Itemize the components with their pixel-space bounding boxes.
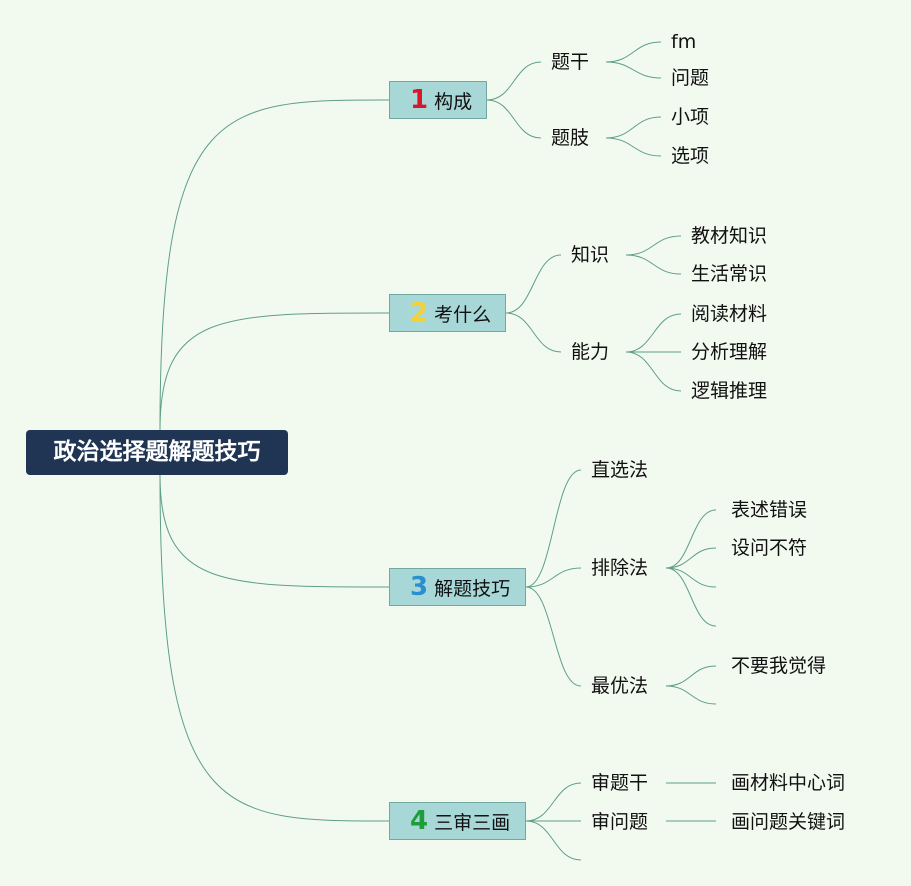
branch-label: 解题技巧	[434, 577, 511, 600]
connector	[665, 567, 717, 588]
topic-ability[interactable]: 能力	[571, 341, 610, 363]
number-badge: 1	[410, 85, 429, 115]
connector	[486, 99, 542, 139]
leaf-mark-center-words[interactable]: 画材料中心词	[731, 772, 846, 794]
number-badge: 3	[410, 572, 429, 602]
leaf-statement-error[interactable]: 表述错误	[731, 499, 808, 521]
topic-direct-method[interactable]: 直选法	[591, 459, 649, 481]
leaf-question[interactable]: 问题	[671, 67, 710, 89]
topic-optimal-method[interactable]: 最优法	[591, 675, 649, 697]
leaf-textbook-knowledge[interactable]: 教材知识	[691, 225, 768, 247]
root-connector	[159, 474, 390, 588]
leaf-question-mismatch[interactable]: 设问不符	[731, 537, 808, 559]
root-topic[interactable]: 政治选择题解题技巧	[26, 430, 288, 475]
connector	[625, 254, 682, 275]
topic-knowledge[interactable]: 知识	[571, 244, 610, 266]
branch-what-to-test[interactable]: 2 考什么	[389, 294, 506, 332]
leaf-reasoning[interactable]: 逻辑推理	[691, 380, 768, 402]
root-connector	[159, 99, 390, 431]
leaf-option[interactable]: 选项	[671, 145, 710, 167]
connector	[665, 509, 717, 569]
connector	[525, 567, 582, 588]
branch-label: 三审三画	[434, 811, 511, 834]
connector	[525, 820, 582, 861]
branch-label: 构成	[434, 90, 473, 113]
leaf-common-sense[interactable]: 生活常识	[691, 263, 768, 285]
connector	[525, 782, 582, 822]
connector	[665, 685, 717, 705]
connector	[665, 547, 717, 569]
connector	[605, 41, 662, 63]
leaf-no-i-think[interactable]: 不要我觉得	[731, 655, 827, 677]
topic-options[interactable]: 题肢	[551, 127, 590, 149]
root-connector	[159, 474, 390, 822]
number-badge: 2	[410, 298, 429, 328]
connector	[665, 665, 717, 687]
connector	[525, 469, 582, 588]
topic-review-question[interactable]: 审问题	[591, 811, 649, 833]
connector	[625, 351, 682, 392]
connector	[625, 235, 682, 256]
connector	[605, 137, 662, 157]
branch-composition[interactable]: 1 构成	[389, 81, 487, 119]
connector	[605, 61, 662, 79]
connector	[665, 567, 717, 627]
leaf-small-item[interactable]: 小项	[671, 106, 710, 128]
branch-solving-skills[interactable]: 3 解题技巧	[389, 568, 526, 606]
topic-elimination-method[interactable]: 排除法	[591, 557, 649, 579]
connector	[525, 586, 582, 687]
leaf-analysis[interactable]: 分析理解	[691, 341, 768, 363]
branch-three-review[interactable]: 4 三审三画	[389, 802, 526, 840]
connector	[505, 254, 562, 314]
connector	[605, 116, 662, 139]
leaf-reading-material[interactable]: 阅读材料	[691, 303, 768, 325]
branch-label: 考什么	[434, 303, 492, 326]
root-connector	[159, 312, 390, 431]
topic-review-stem[interactable]: 审题干	[591, 772, 649, 794]
connector	[486, 61, 542, 101]
leaf-fm[interactable]: fm	[671, 31, 697, 53]
topic-stem[interactable]: 题干	[551, 51, 590, 73]
connector	[625, 313, 682, 353]
leaf-mark-keywords[interactable]: 画问题关键词	[731, 811, 846, 833]
connector	[505, 312, 562, 353]
number-badge: 4	[410, 806, 429, 836]
